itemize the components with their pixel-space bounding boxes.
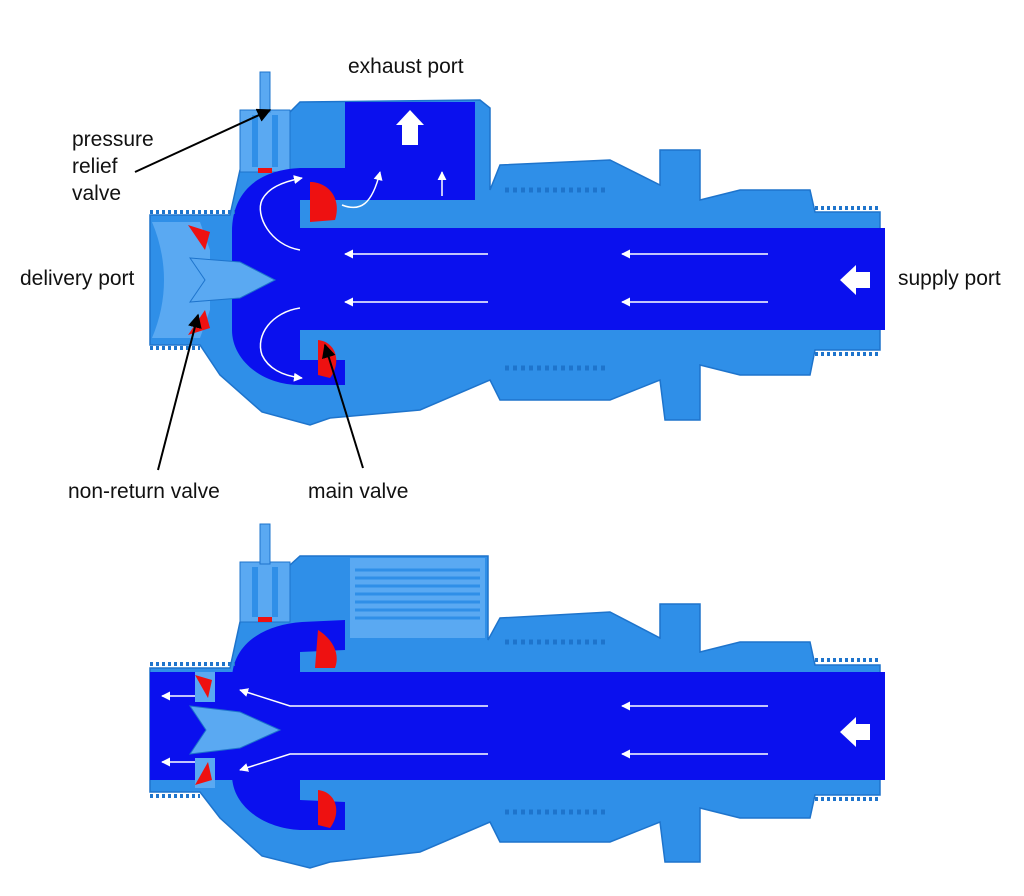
top-cross-section xyxy=(149,71,885,426)
exhaust-arrow xyxy=(396,110,424,145)
main-chamber xyxy=(232,168,345,385)
supply-flow-channel xyxy=(300,228,885,330)
supply-arrow xyxy=(840,265,870,295)
main-valve-lower-2 xyxy=(318,790,337,828)
flow-arrows-2 xyxy=(161,688,768,772)
relief-valve-stem xyxy=(259,71,271,113)
non-return-valve-upper-2 xyxy=(195,675,212,698)
delivery-port-cavity xyxy=(152,222,210,338)
delivery-flow-channel xyxy=(150,672,885,780)
non-return-valve-upper xyxy=(188,225,210,250)
supply-port-label: supply port xyxy=(898,267,1001,290)
main-valve-label: main valve xyxy=(308,480,408,503)
non-return-valve-lower-2 xyxy=(195,762,212,785)
relief-valve-body-2 xyxy=(239,561,291,623)
delivery-port-label: delivery port xyxy=(20,267,135,290)
pressure-relief-valve-label-3: valve xyxy=(72,182,121,205)
pressure-relief-valve-label-2: relief xyxy=(72,155,118,178)
main-valve-upper-2 xyxy=(315,630,337,668)
bottom-cross-section xyxy=(149,523,885,869)
main-valve-upper xyxy=(310,182,337,222)
pressure-relief-valve-label-1: pressure xyxy=(72,128,154,151)
relief-valve-seal xyxy=(258,168,272,173)
non-return-valve-label: non-return valve xyxy=(68,480,220,503)
delivery-fork xyxy=(188,257,277,303)
delivery-fork-2 xyxy=(188,705,282,755)
supply-arrow-2 xyxy=(840,717,870,747)
flow-arrows xyxy=(259,171,768,382)
exhaust-port-label: exhaust port xyxy=(348,55,464,78)
leader-lines xyxy=(134,108,364,471)
